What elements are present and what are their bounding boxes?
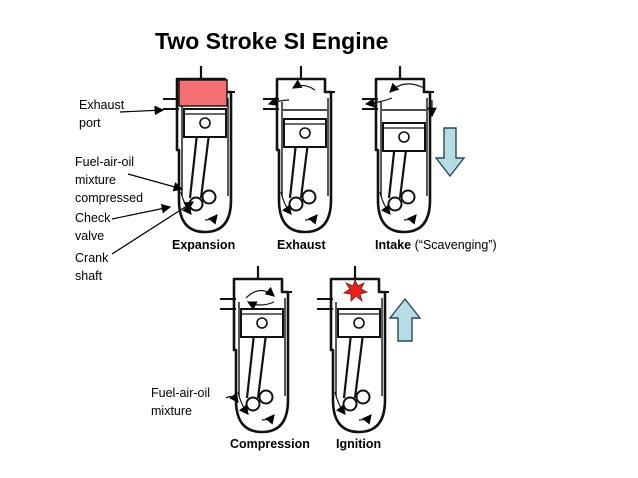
leader-check-valve	[111, 204, 172, 220]
label-check-valve: Check valve	[75, 211, 111, 243]
engine-ignition	[317, 266, 389, 432]
label-crank-shaft: Crank shaft	[75, 251, 109, 283]
page-title: Two Stroke SI Engine	[155, 28, 389, 54]
caption-intake-main: Intake	[375, 238, 412, 252]
engine-exhaust	[263, 66, 335, 232]
caption-intake: Intake (“Scavenging”)	[375, 238, 497, 252]
up-arrow-icon	[388, 297, 422, 342]
leader-fuel-air-oil	[225, 392, 239, 403]
engine-expansion	[163, 66, 235, 232]
engine-compression	[220, 266, 292, 432]
caption-exhaust: Exhaust	[277, 238, 326, 252]
combustion-gas	[178, 79, 228, 107]
leader-mixture-compressed	[127, 173, 184, 192]
leader-exhaust-port	[119, 105, 165, 116]
engine-intake	[362, 66, 437, 232]
down-arrow-icon	[434, 127, 466, 178]
caption-intake-sub: (“Scavenging”)	[414, 238, 497, 252]
caption-compression: Compression	[230, 437, 310, 451]
label-exhaust-port: Exhaust port	[79, 98, 125, 130]
label-fuel-air-oil-mixture: Fuel-air-oil mixture	[151, 386, 211, 418]
caption-ignition: Ignition	[336, 437, 382, 451]
label-mixture-compressed: Fuel-air-oil mixture compressed	[75, 155, 144, 205]
caption-expansion: Expansion	[172, 238, 236, 252]
spark-icon	[342, 278, 369, 303]
leader-crank-shaft	[111, 201, 195, 255]
